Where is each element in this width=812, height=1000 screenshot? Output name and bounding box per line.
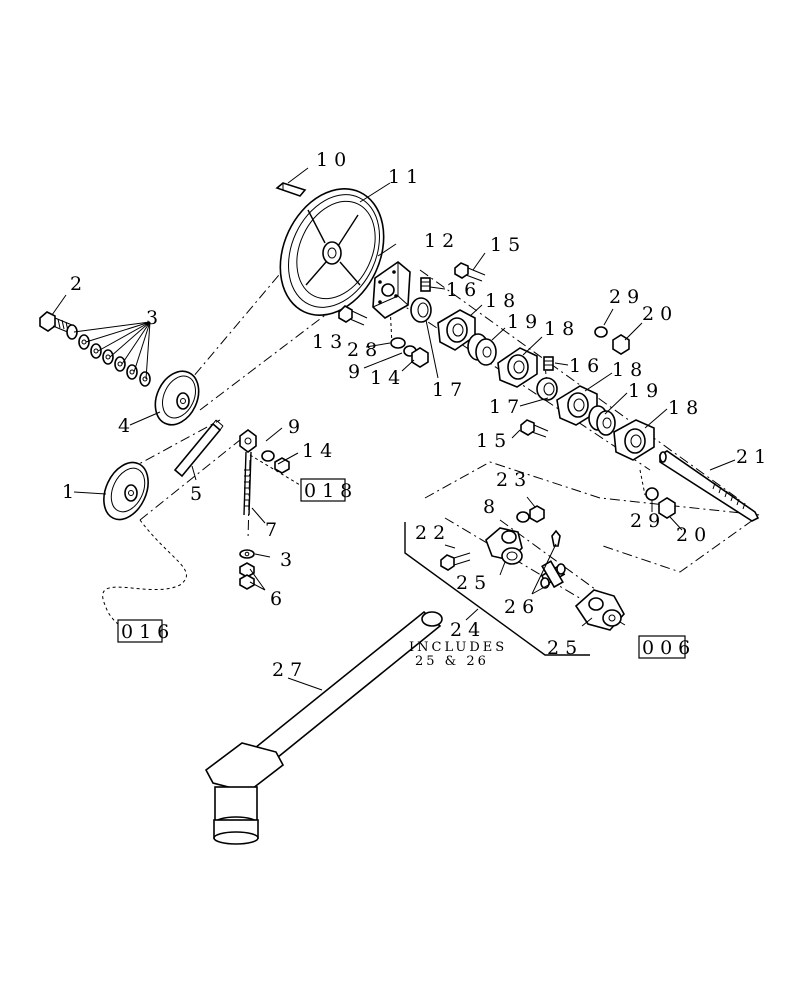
callout-16-lower: 16 <box>569 355 605 377</box>
callout-28: 28 <box>347 339 383 361</box>
callout-13: 13 <box>312 331 348 353</box>
callout-29-lower: 29 <box>630 510 666 532</box>
washer-part-29-upper <box>594 326 608 338</box>
callout-19-b: 19 <box>628 380 664 402</box>
nut-part-20-lower <box>658 497 676 519</box>
drive-shaft-part-21 <box>659 450 760 522</box>
flange-bearing-part-18-d <box>613 419 655 461</box>
callout-7: 7 <box>265 519 283 541</box>
lever-arm-part-27 <box>204 610 443 845</box>
washer-part-9-left <box>261 450 275 462</box>
locking-collar-part-17-upper <box>410 297 432 323</box>
callout-26: 26 <box>504 596 540 618</box>
callout-3-upper: 3 <box>146 307 164 329</box>
nut-part-14-left <box>274 457 290 474</box>
callout-9-left: 9 <box>288 416 306 438</box>
callout-5: 5 <box>190 483 208 505</box>
callout-17-upper: 17 <box>432 379 468 401</box>
callout-22: 22 <box>415 522 451 544</box>
callout-14-center: 14 <box>370 367 406 389</box>
ref-box-006[interactable]: 006 <box>638 635 696 659</box>
ref-016-label: 016 <box>121 621 175 643</box>
callout-24: 24 <box>450 619 486 641</box>
callout-23: 23 <box>496 469 532 491</box>
callout-18-b: 18 <box>544 318 580 340</box>
bolt-part-15-upper <box>454 262 486 282</box>
callout-20-upper: 20 <box>642 303 678 325</box>
callout-20-lower: 20 <box>676 524 712 546</box>
callout-6: 6 <box>270 588 288 610</box>
callout-21: 21 <box>736 446 772 468</box>
washer-part-3-lower <box>239 549 255 559</box>
callout-25-left: 25 <box>456 572 492 594</box>
grease-fitting <box>551 529 561 547</box>
flange-bearing-part-18-a <box>437 309 476 351</box>
callout-labels: 10 11 2 3 4 1 5 7 3 6 9 14 12 15 16 18 1… <box>62 149 772 681</box>
callout-4: 4 <box>118 415 136 437</box>
callout-2: 2 <box>70 273 88 295</box>
callout-29-upper: 29 <box>609 286 645 308</box>
flange-plate-part-12 <box>372 260 411 319</box>
callout-18-a: 18 <box>485 290 521 312</box>
large-pulley-part-11 <box>279 188 385 316</box>
callout-14-left: 14 <box>302 440 338 462</box>
includes-note-line-2: 25 & 26 <box>415 654 489 669</box>
yoke-part-25-right <box>574 589 625 631</box>
key-bar-part-5 <box>173 419 224 478</box>
yoke-part-25-left <box>485 527 523 565</box>
callout-25-right: 25 <box>547 637 583 659</box>
pulley-part-1 <box>103 461 149 521</box>
callout-1: 1 <box>62 481 80 503</box>
callout-16-upper: 16 <box>446 279 482 301</box>
callout-15-lower: 15 <box>476 430 512 452</box>
small-pulley-part-4 <box>154 370 200 426</box>
set-screw-part-16-upper <box>420 277 431 292</box>
callout-12: 12 <box>424 230 460 252</box>
callout-11: 11 <box>388 166 424 188</box>
adjuster-bolt-part-7 <box>239 429 257 516</box>
callout-19-a: 19 <box>507 311 543 333</box>
leader-lines <box>51 167 736 691</box>
locking-collar-part-17-lower <box>536 377 558 401</box>
callout-8: 8 <box>483 496 501 518</box>
nut-part-14-center <box>411 347 429 368</box>
washer-part-8 <box>516 511 530 523</box>
nut-part-23 <box>529 505 545 523</box>
flange-bearing-part-18-b <box>497 347 538 388</box>
ref-006-label: 006 <box>642 637 696 659</box>
ref-box-016[interactable]: 016 <box>117 619 175 643</box>
bolt-part-13 <box>338 305 368 326</box>
callout-3-lower: 3 <box>280 549 298 571</box>
callout-10: 10 <box>316 149 352 171</box>
bolt-part-15-lower <box>520 419 549 438</box>
washer-part-28 <box>390 337 406 349</box>
includes-note-line-1: INCLUDES <box>409 640 507 655</box>
bearing-insert-part-19-b <box>588 405 616 436</box>
callout-27: 27 <box>272 659 308 681</box>
callout-18-d: 18 <box>668 397 704 419</box>
bolt-part-22 <box>440 552 471 571</box>
callout-9-center: 9 <box>348 361 366 383</box>
cross-journal-part-26 <box>540 560 566 589</box>
callout-17-lower: 17 <box>489 396 525 418</box>
callout-15-upper: 15 <box>490 234 526 256</box>
callout-18-c: 18 <box>612 359 648 381</box>
ref-box-018[interactable]: 018 <box>300 478 358 502</box>
key-part-10 <box>275 182 307 197</box>
washer-part-29-lower <box>645 487 659 501</box>
set-screw-part-16-lower <box>543 356 554 371</box>
spacer-washers-part-3 <box>66 324 151 387</box>
nuts-part-6 <box>239 562 255 590</box>
ref-018-label: 018 <box>304 480 358 502</box>
bearing-insert-part-19-a <box>467 333 497 366</box>
